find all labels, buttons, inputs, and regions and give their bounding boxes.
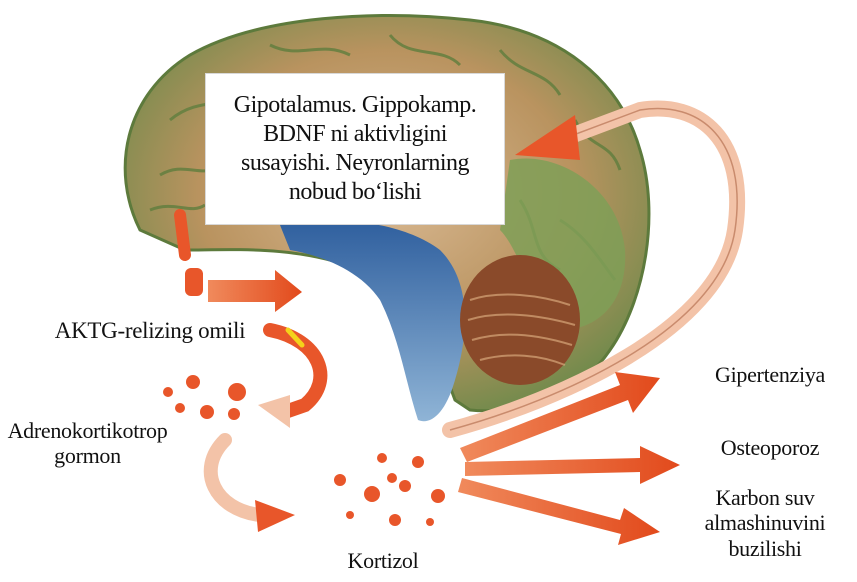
caption-line-1: Gipotalamus. Gippokamp. xyxy=(234,91,476,120)
acth-dots xyxy=(163,375,246,420)
label-adreno-line1: Adrenokortikotrop xyxy=(0,418,175,443)
label-kortizol: Kortizol xyxy=(318,548,448,573)
hypothalamus-dot xyxy=(185,268,203,296)
caption-line-4: nobud bo‘lishi xyxy=(289,178,421,207)
label-aktg: AKTG-relizing omili xyxy=(15,318,285,344)
cerebellum xyxy=(460,255,580,385)
label-karbon-line1: Karbon suv xyxy=(670,485,857,510)
caption-line-2: BDNF ni aktivligini xyxy=(263,120,447,149)
label-karbon: Karbon suv almashinuvini buzilishi xyxy=(670,485,857,561)
carbohydrate-arrow xyxy=(458,478,660,545)
acth-curve-arrowhead xyxy=(255,500,295,532)
label-adreno-line2: gormon xyxy=(0,443,175,468)
caption-box: Gipotalamus. Gippokamp. BDNF ni aktivlig… xyxy=(205,73,505,225)
label-gipertenziya: Gipertenziya xyxy=(690,362,850,387)
aktg-curve-arrowhead xyxy=(258,395,290,428)
aktg-arrow xyxy=(208,270,302,312)
cortisol-dots xyxy=(334,453,445,526)
label-karbon-line2: almashinuvini xyxy=(670,510,857,535)
caption-line-3: susayishi. Neyronlarning xyxy=(241,149,469,178)
osteoporosis-arrow xyxy=(465,446,680,484)
hypothalamus-arrow-down xyxy=(180,215,185,255)
brainstem xyxy=(280,220,465,421)
label-adrenokortikotrop: Adrenokortikotrop gormon xyxy=(0,418,175,469)
label-karbon-line3: buzilishi xyxy=(670,536,857,561)
acth-curve-arrow xyxy=(211,440,260,515)
label-osteoporoz: Osteoporoz xyxy=(690,435,850,460)
